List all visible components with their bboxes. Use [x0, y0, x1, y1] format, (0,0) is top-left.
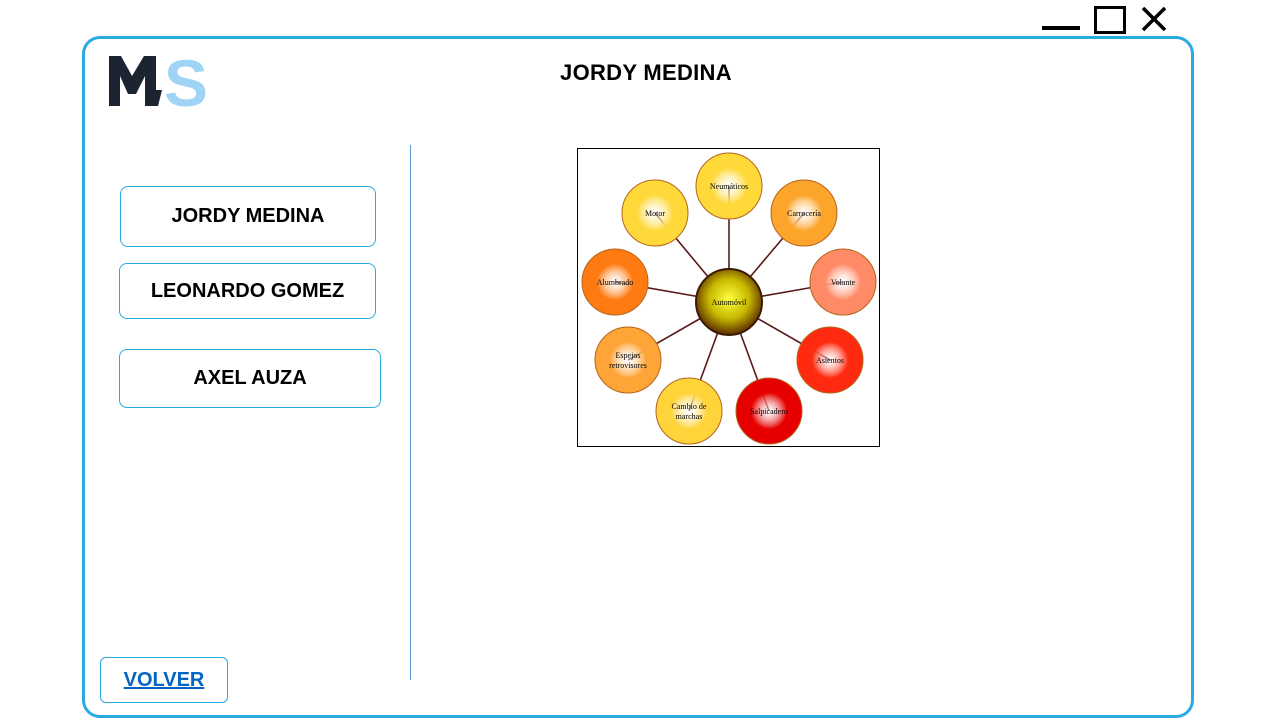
window-controls	[1040, 4, 1170, 34]
nav-button-leonardo-gomez[interactable]: LEONARDO GOMEZ	[119, 263, 376, 319]
diagram-node-label: Motor	[645, 209, 665, 218]
diagram-node-label: Salpicadero	[750, 407, 788, 416]
back-button-label: VOLVER	[123, 668, 205, 691]
nav-button-label: LEONARDO GOMEZ	[150, 279, 345, 302]
diagram-node-circle	[581, 248, 649, 316]
diagram-canvas: NeumáticosCarroceríaVolanteAsientosSalpi…	[581, 152, 877, 445]
diagram-node-label: Neumáticos	[710, 182, 748, 191]
diagram-node: Carrocería	[770, 179, 838, 247]
diagram-node-circle	[770, 179, 838, 247]
page-title: JORDY MEDINA	[560, 60, 732, 85]
diagram-center-circle	[695, 268, 763, 336]
diagram-node-circle	[621, 179, 689, 247]
back-button[interactable]: VOLVER	[100, 657, 228, 703]
nav-button-label: AXEL AUZA	[193, 367, 307, 389]
svg-text:S: S	[164, 52, 206, 110]
diagram-node-circle	[655, 377, 723, 445]
close-icon[interactable]	[1140, 4, 1170, 34]
diagram-node: Asientos	[796, 326, 864, 394]
diagram-node: Volante	[809, 248, 877, 316]
diagram-node-label: Asientos	[816, 356, 844, 365]
diagram-node-label: Carrocería	[787, 209, 821, 218]
diagram-node-label: Volante	[831, 278, 856, 287]
logo: S	[109, 52, 206, 110]
vertical-divider	[410, 145, 411, 680]
diagram-node: Salpicadero	[735, 377, 803, 445]
nav-button-jordy-medina[interactable]: JORDY MEDINA	[120, 186, 376, 247]
diagram-node-label: Alumbrado	[597, 278, 633, 287]
minimize-icon[interactable]	[1042, 26, 1080, 30]
diagram-node: Alumbrado	[581, 248, 649, 316]
maximize-icon[interactable]	[1094, 6, 1126, 34]
diagram-node-circle	[796, 326, 864, 394]
nav-button-axel-auza[interactable]: AXEL AUZA	[119, 349, 381, 408]
diagram-node-circle	[735, 377, 803, 445]
main-frame	[82, 36, 1194, 718]
diagram-node-circle	[809, 248, 877, 316]
nav-button-label: JORDY MEDINA	[171, 205, 325, 227]
diagram-node-circle	[695, 152, 763, 220]
diagram-node: Motor	[621, 179, 689, 247]
diagram-node: Neumáticos	[695, 152, 763, 220]
diagram-node-circle	[594, 326, 662, 394]
diagram-center-label: Automóvil	[712, 298, 747, 307]
diagram-center-node: Automóvil	[695, 268, 763, 336]
